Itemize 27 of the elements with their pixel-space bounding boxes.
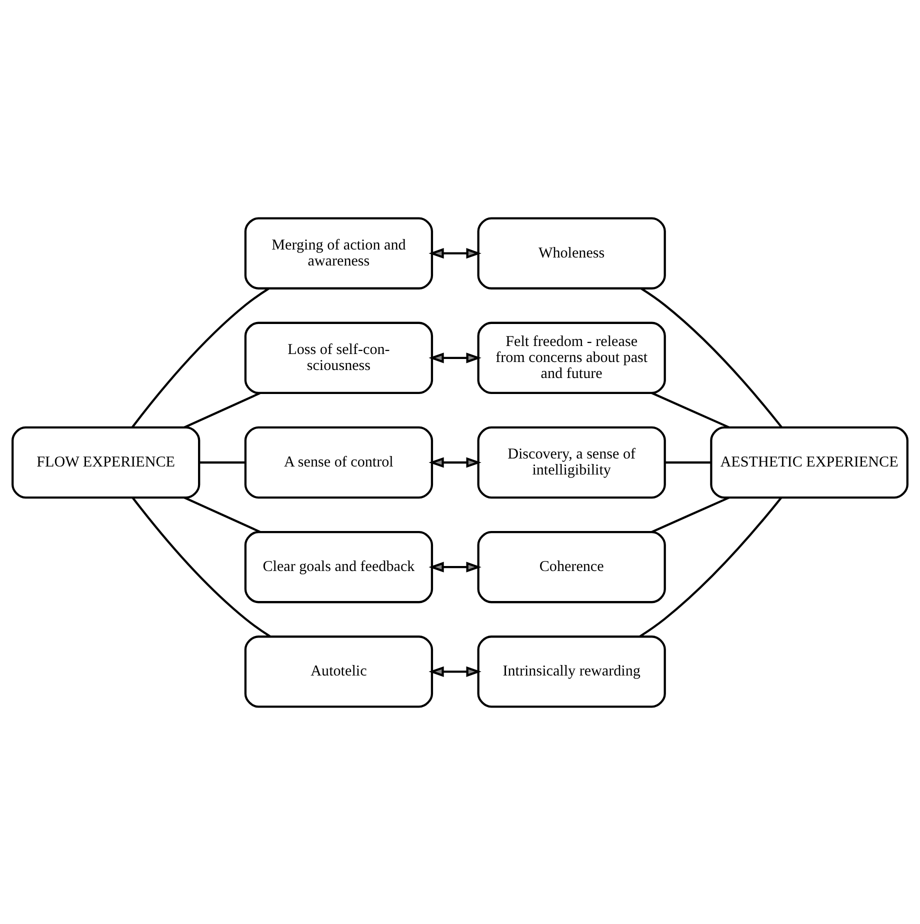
node-box: Coherence xyxy=(477,530,666,603)
connector xyxy=(132,496,271,637)
node-box: Discovery, a sense of intelligibility xyxy=(477,426,666,498)
arrow xyxy=(428,248,482,258)
connector xyxy=(665,460,712,464)
connector xyxy=(651,496,730,532)
node-box: Loss of self-con- sciousness xyxy=(244,321,434,394)
node-box: Autotelic xyxy=(244,635,434,708)
node-box: Wholeness xyxy=(477,216,666,289)
node-box: A sense of control xyxy=(244,426,434,498)
node-box: FLOW EXPERIENCE xyxy=(12,426,200,498)
connector xyxy=(640,287,782,428)
arrow xyxy=(428,352,482,363)
arrow xyxy=(428,456,482,468)
node-box: AESTHETIC EXPERIENCE xyxy=(710,426,908,498)
node-box: Clear goals and feedback xyxy=(244,530,434,603)
node-box: Intrinsically rewarding xyxy=(477,635,666,708)
arrow xyxy=(428,666,482,676)
node-box: Merging of action and awareness xyxy=(244,216,434,289)
connector xyxy=(199,460,246,464)
connector xyxy=(132,287,270,428)
connector xyxy=(651,392,730,428)
connector xyxy=(639,496,782,637)
connector xyxy=(184,496,260,532)
connector xyxy=(184,392,260,428)
arrow xyxy=(428,561,482,572)
node-box: Felt freedom - release from concerns about past and future xyxy=(477,321,666,394)
